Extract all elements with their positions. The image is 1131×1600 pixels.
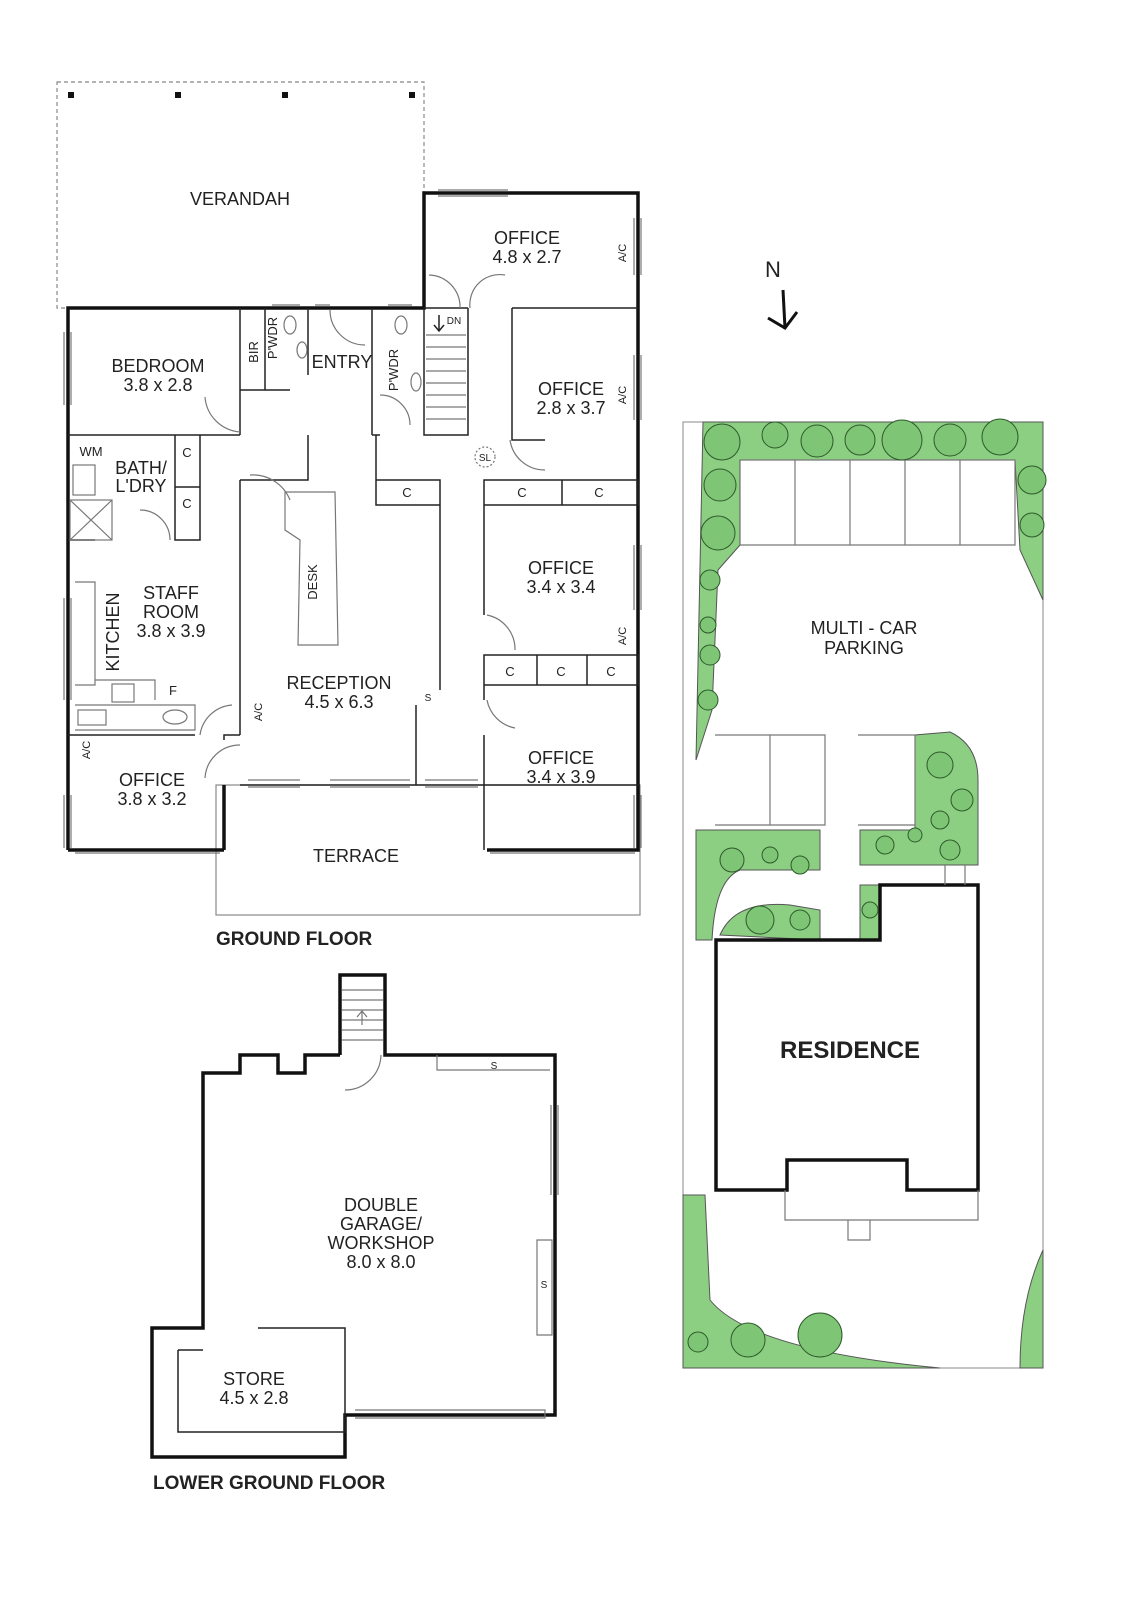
label-store-size: 4.5 x 2.8	[219, 1388, 288, 1408]
label-ac: A/C	[617, 244, 629, 262]
label-cupboard: C	[606, 664, 615, 679]
stairs	[426, 315, 466, 420]
label-cupboard: C	[517, 485, 526, 500]
label-stairs-down: DN	[447, 316, 461, 327]
label-cupboard: C	[402, 485, 411, 500]
label-office-d-size: 3.4 x 3.9	[526, 767, 595, 787]
label-bir: BIR	[246, 341, 261, 363]
reception-desk	[284, 491, 339, 646]
label-terrace: TERRACE	[313, 846, 399, 866]
ground-floor-title: GROUND FLOOR	[216, 929, 372, 950]
label-garage-size: 8.0 x 8.0	[346, 1252, 415, 1272]
label-verandah: VERANDAH	[190, 189, 290, 209]
label-garage: GARAGE/	[340, 1214, 422, 1234]
label-skylight: SL	[479, 453, 492, 464]
label-workshop: WORKSHOP	[327, 1233, 434, 1253]
label-laundry: L'DRY	[115, 476, 166, 496]
label-office-b: OFFICE	[538, 379, 604, 399]
label-office-b-size: 2.8 x 3.7	[536, 398, 605, 418]
label-staff: STAFF	[143, 583, 199, 603]
label-ac: A/C	[617, 627, 629, 645]
label-store: STORE	[223, 1369, 285, 1389]
label-office-e: OFFICE	[119, 770, 185, 790]
skylight	[474, 446, 496, 468]
lower-ground-floor-title: LOWER GROUND FLOOR	[153, 1473, 385, 1494]
label-office-e-size: 3.8 x 3.2	[117, 789, 186, 809]
label-office-c-size: 3.4 x 3.4	[526, 577, 595, 597]
site-plan: MULTI - CAR PARKING RESIDENCE	[682, 418, 1047, 1369]
label-cupboard: C	[556, 664, 565, 679]
label-bath: BATH/	[115, 458, 167, 478]
label-ac: A/C	[81, 741, 93, 759]
label-storage: S	[541, 1280, 548, 1291]
label-fridge: F	[169, 683, 177, 698]
label-storage: S	[491, 1061, 498, 1072]
label-ac: A/C	[617, 386, 629, 404]
label-desk: DESK	[305, 564, 320, 600]
label-office-c: OFFICE	[528, 558, 594, 578]
label-cupboard: C	[182, 445, 191, 460]
shower	[69, 499, 113, 541]
label-storage: S	[425, 693, 432, 704]
north-label: N	[765, 257, 781, 282]
label-staff-size: 3.8 x 3.9	[136, 621, 205, 641]
label-parking-2: PARKING	[824, 638, 904, 658]
label-wm: WM	[79, 444, 102, 459]
trees	[687, 418, 1047, 1358]
north-arrow: N	[765, 257, 799, 330]
label-pwdr-1: P'WDR	[265, 317, 280, 359]
label-room: ROOM	[143, 602, 199, 622]
label-office-a-size: 4.8 x 2.7	[492, 247, 561, 267]
label-pwdr-2: P'WDR	[386, 349, 401, 391]
label-kitchen: KITCHEN	[103, 592, 123, 671]
label-cupboard: C	[594, 485, 603, 500]
label-ac: A/C	[253, 703, 265, 721]
label-reception: RECEPTION	[286, 673, 391, 693]
label-cupboard: C	[182, 496, 191, 511]
label-parking-1: MULTI - CAR	[811, 618, 918, 638]
label-bedroom: BEDROOM	[111, 356, 204, 376]
label-office-a: OFFICE	[494, 228, 560, 248]
label-cupboard: C	[505, 664, 514, 679]
label-reception-size: 4.5 x 6.3	[304, 692, 373, 712]
residence-building	[714, 883, 980, 1192]
label-double: DOUBLE	[344, 1195, 418, 1215]
ground-floor: VERANDAH BEDROOM 3.8 x 2.8 BIR P'WDR ENT…	[63, 189, 642, 950]
label-entry: ENTRY	[312, 352, 373, 372]
label-bedroom-size: 3.8 x 2.8	[123, 375, 192, 395]
lower-ground-floor: S S DOUBLE GARAGE/ WORKSHOP 8.0 x 8.0 ST…	[150, 973, 559, 1494]
label-residence: RESIDENCE	[780, 1037, 920, 1064]
label-office-d: OFFICE	[528, 748, 594, 768]
